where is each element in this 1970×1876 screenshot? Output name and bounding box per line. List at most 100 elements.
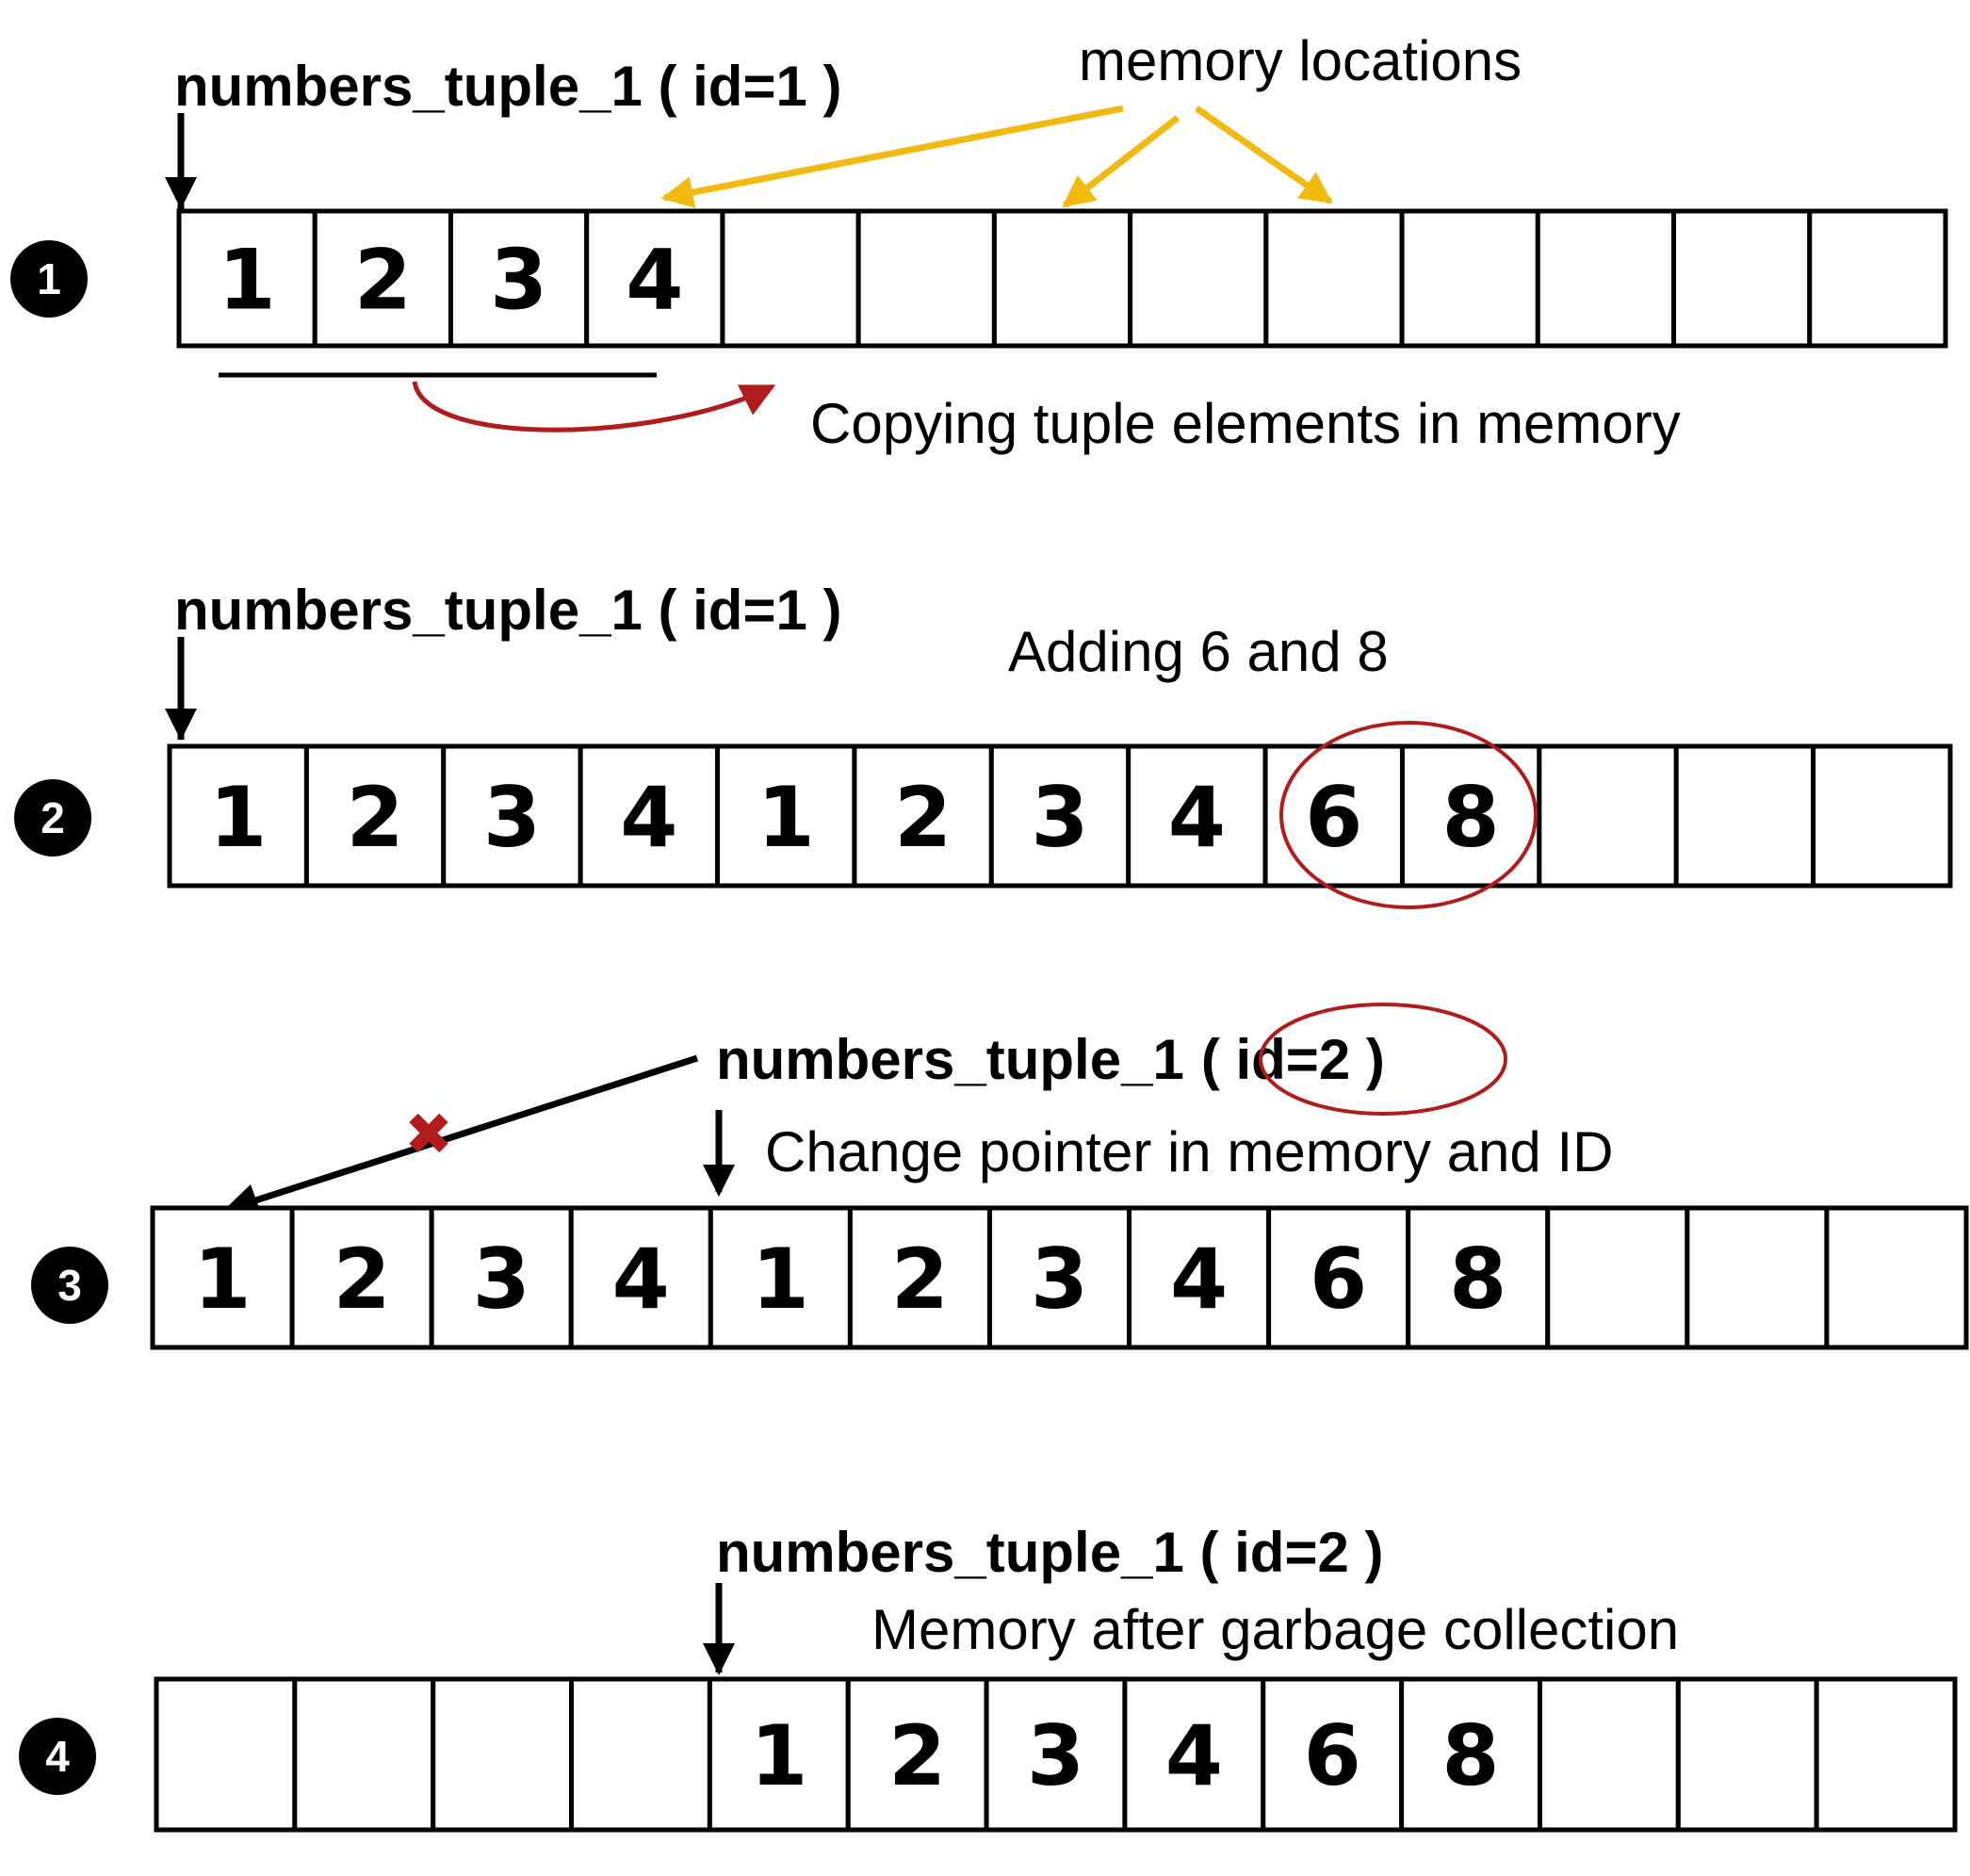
memory-cell-value: 4 xyxy=(1168,769,1226,866)
memory-cell xyxy=(1537,1676,1681,1833)
memory-cell xyxy=(720,208,861,349)
removed-pointer-marker: ✖ xyxy=(404,1100,453,1168)
new-id-highlight xyxy=(1259,1003,1507,1116)
memory-cell xyxy=(1262,743,1405,889)
memory-cell xyxy=(1263,208,1405,349)
memory-cell-value: 8 xyxy=(1441,1707,1499,1804)
memory-cell-value: 3 xyxy=(483,769,541,866)
memory-cell xyxy=(1824,1205,1969,1350)
memory-cell-value: 4 xyxy=(1165,1707,1223,1804)
step-3-tuple-label: numbers_tuple_1( id=2 ) xyxy=(716,1028,1385,1091)
memory-cell xyxy=(708,1205,853,1350)
added-elements-highlight xyxy=(1279,721,1538,909)
memory-cell-value: 1 xyxy=(193,1231,251,1328)
memory-cell-value: 2 xyxy=(894,769,952,866)
memory-cell-value: 1 xyxy=(752,1231,809,1328)
memory-cell xyxy=(991,208,1133,349)
memory-cell-value: 6 xyxy=(1305,769,1362,866)
memory-cell xyxy=(1545,1205,1690,1350)
memory-cell xyxy=(1122,1676,1266,1833)
memory-cell-value: 1 xyxy=(209,769,267,866)
memory-cell-value: 3 xyxy=(1031,1231,1088,1328)
memory-cell xyxy=(1675,1676,1819,1833)
memory-cell-value: 2 xyxy=(333,1231,390,1328)
step-1-badge xyxy=(10,240,88,318)
memory-cell-value: 3 xyxy=(1027,1707,1084,1804)
memory-cell xyxy=(303,743,447,889)
memory-cell xyxy=(568,1205,713,1350)
step-1-pointer-arrowhead xyxy=(165,177,197,209)
step-4-pointer-arrowhead xyxy=(703,1643,735,1675)
memory-cell xyxy=(154,1676,298,1833)
memory-cell-value: 2 xyxy=(346,769,403,866)
memory-cell-value: 4 xyxy=(626,232,683,329)
memory-cell xyxy=(715,743,857,889)
memory-cell xyxy=(584,208,725,349)
memory-locations-arrow-2 xyxy=(1062,115,1180,208)
gc-label: Memory after garbage collection xyxy=(871,1598,1679,1661)
step-3-pointer-arrowhead xyxy=(703,1165,735,1197)
memory-cell-value: 4 xyxy=(1170,1231,1228,1328)
memory-cell-value: 1 xyxy=(757,769,815,866)
step-2-badge xyxy=(14,779,91,856)
memory-cell xyxy=(431,1676,575,1833)
change-pointer-label: Change pointer in memory and ID xyxy=(765,1120,1613,1183)
memory-cell xyxy=(1399,1676,1542,1833)
memory-cell xyxy=(847,1205,992,1350)
memory-cell xyxy=(1399,208,1540,349)
memory-locations-arrow-3 xyxy=(1194,106,1333,204)
memory-cell xyxy=(845,1676,989,1833)
memory-cell xyxy=(167,743,309,889)
memory-cell xyxy=(429,1205,574,1350)
step-3-number: 3 xyxy=(57,1261,82,1310)
memory-cell xyxy=(1807,208,1948,349)
step-3-tuple-id: ( id=2 ) xyxy=(1201,1028,1385,1091)
memory-cell-value: 1 xyxy=(218,232,275,329)
memory-cell xyxy=(569,1676,712,1833)
step-3: 3 numbers_tuple_1( id=2 ) ✖ Change point… xyxy=(31,1003,1969,1350)
memory-cell xyxy=(1535,208,1677,349)
memory-cell xyxy=(1685,1205,1830,1350)
memory-cell xyxy=(312,208,453,349)
memory-cell-value: 2 xyxy=(891,1231,949,1328)
memory-cell-value: 2 xyxy=(354,232,412,329)
memory-locations-arrow-1 xyxy=(660,105,1124,208)
step-3-badge xyxy=(31,1247,108,1324)
adding-label: Adding 6 and 8 xyxy=(1008,620,1389,683)
memory-cell-value: 8 xyxy=(1449,1231,1506,1328)
step-4-badge xyxy=(19,1718,96,1795)
memory-cell xyxy=(578,743,721,889)
step-2-tuple-label: numbers_tuple_1 ( id=1 ) xyxy=(174,579,842,642)
step-4: 4 numbers_tuple_1 ( id=2 ) Memory after … xyxy=(19,1521,1958,1833)
step-4-number: 4 xyxy=(45,1732,70,1781)
old-pointer-arrow xyxy=(245,1054,699,1207)
memory-cell-value: 4 xyxy=(612,1231,670,1328)
memory-cell-value: 4 xyxy=(620,769,677,866)
step-1-number: 1 xyxy=(37,254,61,303)
memory-cell xyxy=(1128,208,1269,349)
memory-cell xyxy=(1814,1676,1958,1833)
memory-cell-value: 2 xyxy=(888,1707,946,1804)
memory-cell-value: 3 xyxy=(490,232,547,329)
memory-cell xyxy=(984,1676,1128,1833)
step-1-tuple-label: numbers_tuple_1 ( id=1 ) xyxy=(174,55,842,118)
memory-cell-value: 8 xyxy=(1442,769,1500,866)
step-2-pointer-arrowhead xyxy=(165,709,197,741)
memory-cell xyxy=(852,743,994,889)
step-4-tuple-label: numbers_tuple_1 ( id=2 ) xyxy=(716,1521,1384,1584)
memory-cell xyxy=(988,743,1132,889)
memory-cell xyxy=(292,1676,436,1833)
memory-cell xyxy=(1406,1205,1551,1350)
memory-locations-label: memory locations xyxy=(1079,29,1522,92)
memory-cell xyxy=(1673,743,1816,889)
memory-cell xyxy=(1127,1205,1272,1350)
memory-cell xyxy=(448,208,590,349)
memory-cell-value: 6 xyxy=(1310,1231,1367,1328)
